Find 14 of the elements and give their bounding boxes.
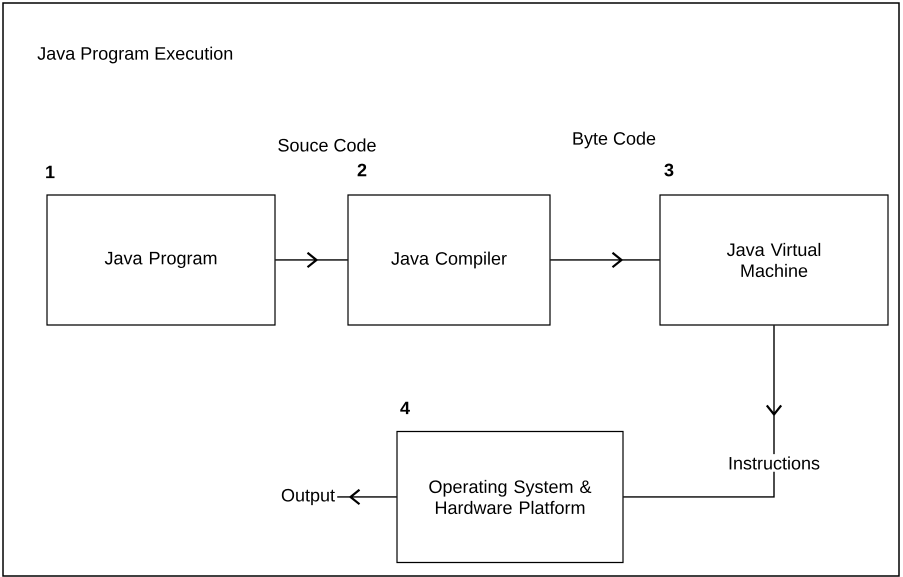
connector-line bbox=[624, 472, 775, 498]
data-label: Souce Code bbox=[278, 138, 376, 152]
process-box: Java Program bbox=[46, 194, 276, 326]
data-label: Byte Code bbox=[573, 132, 656, 148]
title: Java Program Execution bbox=[38, 46, 232, 64]
process-box: Java Compiler bbox=[347, 194, 551, 326]
step-number: 4 bbox=[400, 402, 410, 414]
step-number: 3 bbox=[664, 164, 674, 176]
process-box: Operating System & Hardware Platform bbox=[396, 430, 624, 564]
text-label: Instructions bbox=[730, 456, 820, 470]
text-label: Output bbox=[282, 488, 335, 506]
process-box: Java Virtual Machine bbox=[659, 194, 889, 326]
step-number: 1 bbox=[46, 166, 55, 178]
step-number: 2 bbox=[358, 164, 366, 176]
